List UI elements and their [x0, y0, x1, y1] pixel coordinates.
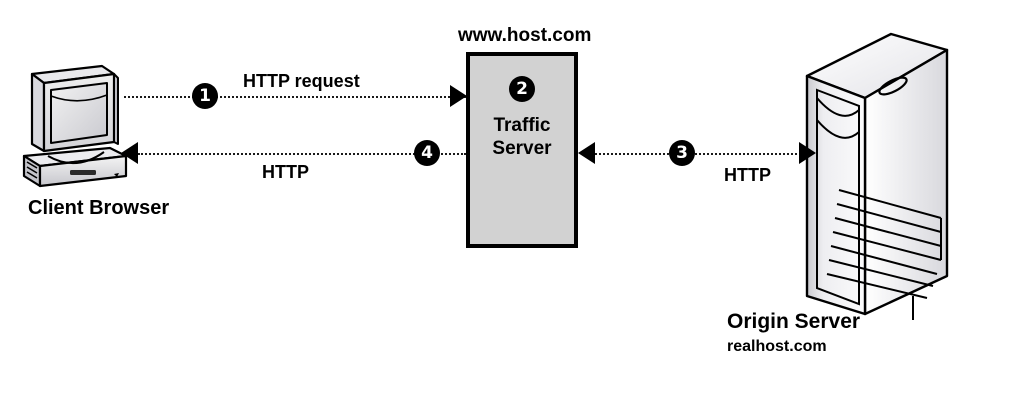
- flow-3-badge: 3: [669, 140, 695, 166]
- traffic-server-hostname-label: www.host.com: [458, 25, 592, 46]
- flow-1-label: HTTP request: [243, 71, 360, 91]
- flow-3-arrowhead-left-icon: [578, 142, 595, 164]
- flow-4-badge: 4: [414, 140, 440, 166]
- traffic-server-label-line1: Traffic: [493, 115, 551, 136]
- flow-1-arrowhead-icon: [450, 85, 467, 107]
- flow-1-line: [124, 96, 466, 98]
- flow-4-label: HTTP: [262, 162, 309, 182]
- client-browser-label: Client Browser: [28, 197, 170, 219]
- flow-4-line: [138, 153, 466, 155]
- flow-3-arrowhead-right-icon: [799, 142, 816, 164]
- flow-3-line: [595, 153, 813, 155]
- tower-server-icon: [795, 28, 955, 333]
- flow-2-badge: 2: [509, 76, 535, 102]
- flow-4-arrowhead-icon: [121, 142, 138, 164]
- flow-3-label: HTTP: [724, 165, 771, 185]
- traffic-server-label-line2: Server: [492, 138, 552, 160]
- origin-server-label: Origin Server: [727, 310, 861, 333]
- origin-server-sublabel: realhost.com: [727, 338, 827, 355]
- flow-1-badge: 1: [192, 83, 218, 109]
- desktop-computer-icon: [18, 52, 138, 197]
